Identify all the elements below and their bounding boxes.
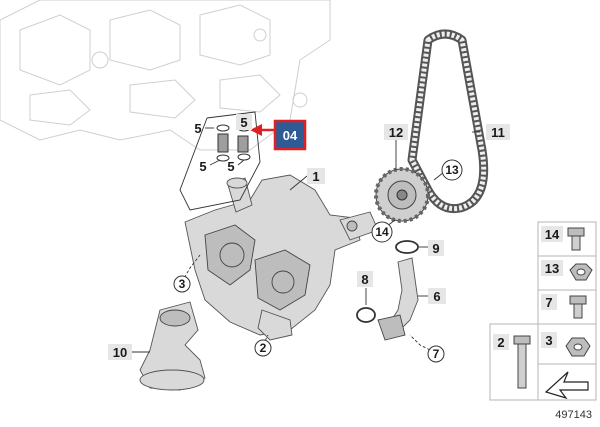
legend-item-3[interactable]: 3 <box>541 332 591 357</box>
legend-item-2[interactable]: 2 <box>493 334 531 389</box>
callout-10[interactable]: 10 <box>113 345 127 360</box>
valve-pieces <box>216 124 251 162</box>
seal-ring-9 <box>395 240 419 254</box>
callout-8[interactable]: 8 <box>361 272 368 287</box>
callout-5-d[interactable]: 5 <box>227 159 234 174</box>
callout-14[interactable]: 14 <box>375 225 389 239</box>
svg-text:13: 13 <box>545 261 559 276</box>
legend-item-14[interactable]: 14 <box>541 226 585 251</box>
callout-1[interactable]: 1 <box>312 169 319 184</box>
callout-5-b[interactable]: 5 <box>240 115 247 130</box>
callout-2[interactable]: 2 <box>260 341 267 355</box>
callout-3[interactable]: 3 <box>179 277 186 291</box>
callout-5-c[interactable]: 5 <box>199 159 206 174</box>
svg-text:7: 7 <box>545 295 552 310</box>
highlight-label: 04 <box>283 128 298 143</box>
suction-pipe <box>139 301 206 391</box>
timing-chain <box>407 29 489 214</box>
callout-6[interactable]: 6 <box>433 289 440 304</box>
oil-pump-body <box>184 174 379 341</box>
diagram-number: 497143 <box>555 409 592 421</box>
oil-pipe <box>377 257 419 341</box>
svg-text:2: 2 <box>497 335 504 350</box>
callout-13[interactable]: 13 <box>445 163 459 177</box>
seal-ring-8 <box>356 307 376 323</box>
legend-item-13[interactable]: 13 <box>541 260 593 281</box>
svg-text:3: 3 <box>545 333 552 348</box>
sprocket <box>374 167 430 223</box>
legend-item-7[interactable]: 7 <box>541 294 587 319</box>
callouts: 1 2 3 5 5 5 5 6 7 8 9 10 11 12 13 14 <box>108 114 510 363</box>
svg-text:14: 14 <box>545 227 560 242</box>
callout-9[interactable]: 9 <box>432 241 439 256</box>
callout-11[interactable]: 11 <box>491 125 505 140</box>
callout-5-a[interactable]: 5 <box>194 121 201 136</box>
parts-legend: 14 13 7 3 2 <box>489 221 597 401</box>
highlight-arrow <box>250 124 276 136</box>
callout-7[interactable]: 7 <box>433 347 440 361</box>
callout-12[interactable]: 12 <box>389 125 403 140</box>
arrow-symbol-icon <box>544 371 589 400</box>
highlight-box[interactable]: 04 <box>273 119 307 151</box>
